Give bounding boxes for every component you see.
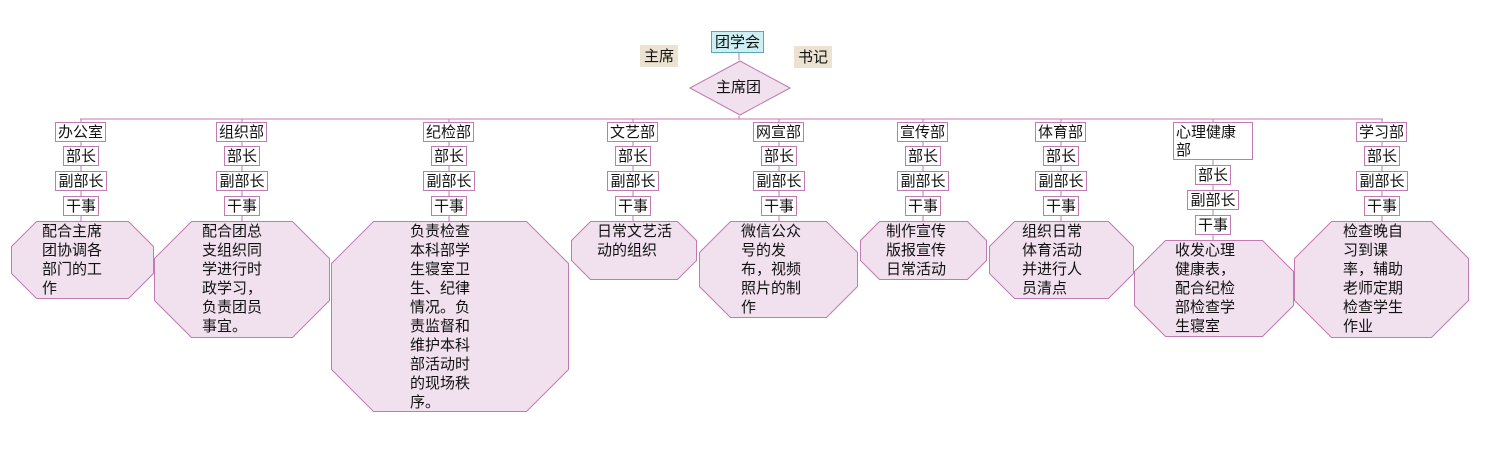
dept-description: 制作宣传版报宣传日常活动 — [860, 221, 987, 280]
role-deputy-head: 副部长 — [216, 171, 268, 191]
description-octagon — [1294, 221, 1469, 338]
description-text: 收发心理健康表，配合纪检部检查学生寝室 — [1175, 241, 1236, 335]
dept-description: 配合团总支组织同学进行时政学习，负责团员事宜。 — [154, 221, 330, 338]
dept-description: 日常文艺活动的组织 — [571, 221, 697, 280]
dept-node: 宣传部 — [897, 122, 949, 142]
presidium-diamond — [688, 60, 792, 116]
dept-description: 配合主席团协调各部门的工作 — [11, 221, 154, 299]
role-deputy-head: 副部长 — [1035, 171, 1087, 191]
role-deputy-head: 副部长 — [607, 171, 659, 191]
octagon-shape — [1134, 240, 1294, 337]
role-deputy-head: 副部长 — [753, 171, 805, 191]
role-staff: 干事 — [224, 196, 260, 216]
description-text: 配合团总支组织同学进行时政学习，负责团员事宜。 — [202, 222, 263, 335]
octagon-shape — [331, 221, 569, 412]
description-text: 日常文艺活动的组织 — [597, 222, 673, 259]
role-head: 部长 — [1364, 146, 1400, 166]
octagon-shape — [11, 221, 154, 299]
dept-node: 体育部 — [1035, 122, 1087, 142]
description-octagon — [1134, 240, 1294, 337]
role-deputy-head: 副部长 — [1187, 190, 1239, 210]
role-staff: 干事 — [1364, 196, 1400, 216]
dept-node: 纪检部 — [423, 122, 475, 142]
role-deputy-head: 副部长 — [55, 171, 107, 191]
description-octagon — [699, 221, 858, 318]
role-staff: 干事 — [63, 196, 99, 216]
secretary-node: 书记 — [794, 46, 833, 68]
description-text: 检查晚自习到课率，辅助老师定期检查学生作业 — [1343, 222, 1404, 335]
description-octagon — [154, 221, 330, 338]
dept-description: 检查晚自习到课率，辅助老师定期检查学生作业 — [1294, 221, 1469, 338]
octagon-shape — [1294, 221, 1469, 338]
description-text: 负责检查本科部学生寝室卫生、纪律情况。负责监督和维护本科部活动时的现场秩序。 — [410, 222, 471, 411]
description-text: 配合主席团协调各部门的工作 — [42, 222, 103, 297]
dept-node: 组织部 — [216, 122, 268, 142]
description-octagon — [860, 221, 987, 280]
dept-node: 心理健康部 — [1173, 122, 1253, 160]
dept-node: 文艺部 — [607, 122, 659, 142]
dept-node: 办公室 — [55, 122, 107, 142]
octagon-shape — [699, 221, 858, 318]
octagon-shape — [989, 221, 1134, 299]
octagon-shape — [154, 221, 330, 338]
octagon-shape — [860, 221, 987, 280]
role-deputy-head: 副部长 — [1356, 171, 1408, 191]
role-deputy-head: 副部长 — [897, 171, 949, 191]
role-head: 部长 — [63, 146, 99, 166]
description-text: 组织日常体育活动并进行人员清点 — [1022, 222, 1083, 297]
role-head: 部长 — [431, 146, 467, 166]
role-head: 部长 — [1195, 165, 1231, 185]
description-octagon — [571, 221, 697, 280]
role-head: 部长 — [761, 146, 797, 166]
role-staff: 干事 — [761, 196, 797, 216]
description-text: 制作宣传版报宣传日常活动 — [886, 222, 947, 278]
role-staff: 干事 — [905, 196, 941, 216]
dept-description: 收发心理健康表，配合纪检部检查学生寝室 — [1134, 240, 1294, 337]
dept-node: 网宣部 — [753, 122, 805, 142]
role-staff: 干事 — [1195, 215, 1231, 235]
role-head: 部长 — [615, 146, 651, 166]
description-text: 微信公众号的发布，视频照片的制作 — [741, 222, 802, 316]
dept-description: 负责检查本科部学生寝室卫生、纪律情况。负责监督和维护本科部活动时的现场秩序。 — [331, 221, 569, 412]
description-octagon — [331, 221, 569, 412]
role-staff: 干事 — [1043, 196, 1079, 216]
chairman-node: 主席 — [640, 45, 679, 67]
role-deputy-head: 副部长 — [423, 171, 475, 191]
description-octagon — [989, 221, 1134, 299]
role-head: 部长 — [905, 146, 941, 166]
role-staff: 干事 — [615, 196, 651, 216]
dept-description: 组织日常体育活动并进行人员清点 — [989, 221, 1134, 299]
octagon-shape — [571, 221, 697, 280]
role-staff: 干事 — [431, 196, 467, 216]
role-head: 部长 — [224, 146, 260, 166]
presidium-label: 主席团 — [716, 78, 762, 96]
root-node-team-union: 团学会 — [711, 31, 765, 53]
dept-node: 学习部 — [1356, 122, 1408, 142]
description-octagon — [11, 221, 154, 299]
dept-description: 微信公众号的发布，视频照片的制作 — [699, 221, 858, 318]
role-head: 部长 — [1043, 146, 1079, 166]
